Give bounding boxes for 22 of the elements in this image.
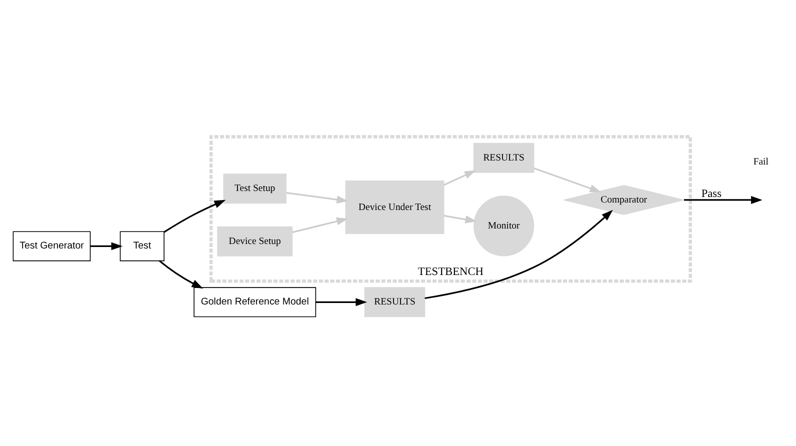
arrow <box>684 196 762 204</box>
node-box: RESULTS <box>473 142 534 172</box>
node-box: Test Setup <box>223 173 286 204</box>
arrow <box>286 191 348 204</box>
arrow <box>90 242 123 250</box>
node-box: RESULTS <box>364 286 426 317</box>
node-box: Device Under Test <box>345 180 444 234</box>
arrow <box>292 216 348 233</box>
node-box: Test <box>120 230 164 261</box>
edge-label: Pass <box>701 187 722 200</box>
arrow <box>316 298 368 306</box>
node-box: Test Generator <box>12 230 91 261</box>
arrow <box>158 260 204 288</box>
arrow <box>534 166 602 192</box>
node-box: Device Setup <box>217 226 293 256</box>
arrow <box>164 199 226 232</box>
node-box: Golden Reference Model <box>194 286 316 317</box>
node-circle: Monitor <box>474 195 534 256</box>
arrow <box>444 170 476 186</box>
arrow <box>444 214 477 223</box>
arrow <box>424 209 613 299</box>
label: Fail <box>753 156 768 167</box>
